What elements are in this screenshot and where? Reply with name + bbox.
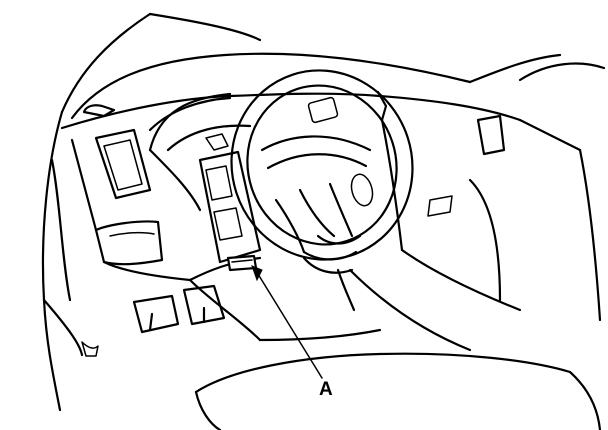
windshield-frame <box>62 14 560 118</box>
right-door-edge <box>520 64 604 320</box>
steering-column <box>304 258 354 310</box>
dashboard-top <box>62 94 580 210</box>
callout-leader <box>252 266 322 378</box>
left-vents <box>72 130 190 280</box>
pedals <box>134 286 224 332</box>
floor-and-seat <box>190 270 600 430</box>
callout-label-a: A <box>319 379 333 400</box>
left-door-panel <box>43 112 98 410</box>
center-dash <box>378 92 520 310</box>
instrument-cluster <box>150 98 250 150</box>
steering-wheel <box>207 47 437 283</box>
data-link-connector <box>228 256 256 270</box>
